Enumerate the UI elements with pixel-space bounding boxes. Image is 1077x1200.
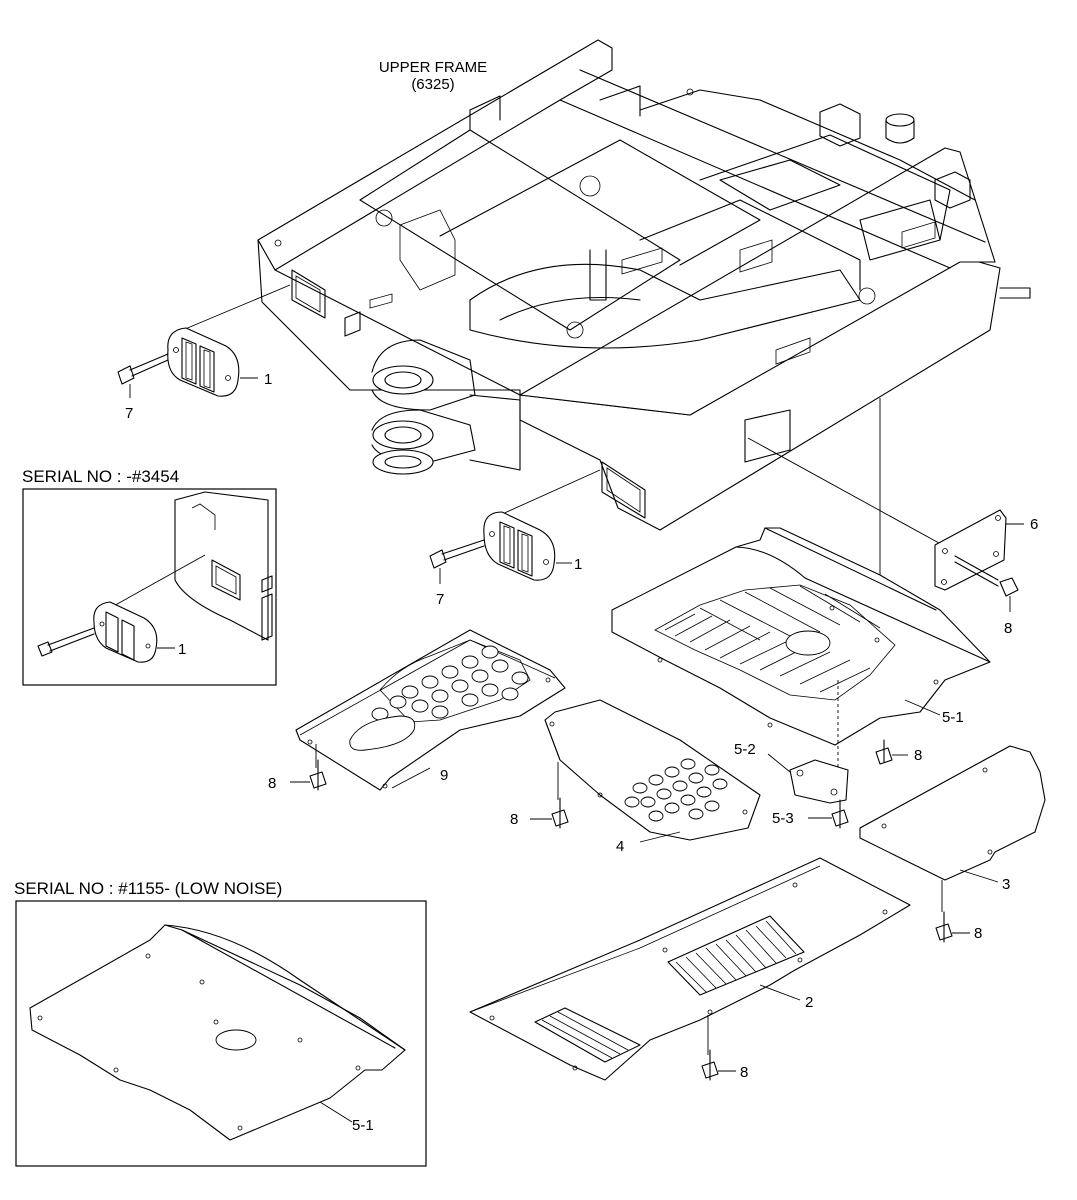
upper-frame-code: (6325): [411, 76, 454, 93]
callout-8-part9: 8: [268, 775, 276, 792]
inset-1-callout-1: 1: [178, 641, 186, 658]
callout-2: 2: [805, 994, 813, 1011]
inset-2-header: SERIAL NO : #1155- (LOW NOISE): [14, 879, 282, 898]
inset-2-drawing: [29, 924, 406, 1141]
callout-5-3: 5-3: [772, 810, 794, 827]
part-5-3-bolt: [808, 799, 849, 829]
part-3-cover: [859, 745, 1046, 912]
part-8-bolt-4: [530, 797, 569, 829]
callout-8-part5-1: 8: [914, 747, 922, 764]
callout-8-part2: 8: [740, 1064, 748, 1081]
callout-6: 6: [1030, 516, 1038, 533]
inset-2-frame: [15, 900, 427, 1167]
part-2-cover: [469, 857, 911, 1081]
callout-3: 3: [1002, 876, 1010, 893]
callout-5-2: 5-2: [734, 741, 756, 758]
callout-9: 9: [440, 767, 448, 784]
callout-5-1: 5-1: [942, 709, 964, 726]
part-7-bolt-left: [117, 353, 169, 398]
part-8-bolt-2: [701, 1049, 736, 1081]
callout-4: 4: [616, 838, 624, 855]
inset-2-callout-5-1: 5-1: [352, 1117, 374, 1134]
callout-8-part6: 8: [1004, 620, 1012, 637]
part-8-bolt-3: [935, 911, 970, 943]
inset-1-header: SERIAL NO : -#3454: [22, 467, 179, 486]
part-1-cover-middle: [483, 469, 601, 581]
callout-7-middle: 7: [436, 591, 444, 608]
part-5-2-plate: [767, 753, 849, 804]
callout-1-middle: 1: [574, 556, 582, 573]
part-9-cover: [295, 629, 566, 791]
callout-1-left: 1: [264, 371, 272, 388]
part-6-plate: [747, 437, 1024, 612]
callout-8-part4: 8: [510, 811, 518, 828]
inset-1-frame: [22, 488, 277, 686]
part-4-cover: [544, 699, 761, 843]
upper-frame-drawing: [257, 39, 1031, 531]
part-1-cover-left: [167, 284, 291, 397]
callout-7-left: 7: [125, 405, 133, 422]
upper-frame-title: UPPER FRAME: [379, 59, 487, 76]
callout-8-part3: 8: [974, 925, 982, 942]
part-8-bolt-5-1: [875, 739, 908, 765]
inset-1-drawing: [37, 491, 273, 663]
part-8-bolt-9: [290, 759, 327, 791]
part-7-bolt-middle: [429, 539, 485, 584]
part-5-1-cover: [611, 398, 991, 800]
